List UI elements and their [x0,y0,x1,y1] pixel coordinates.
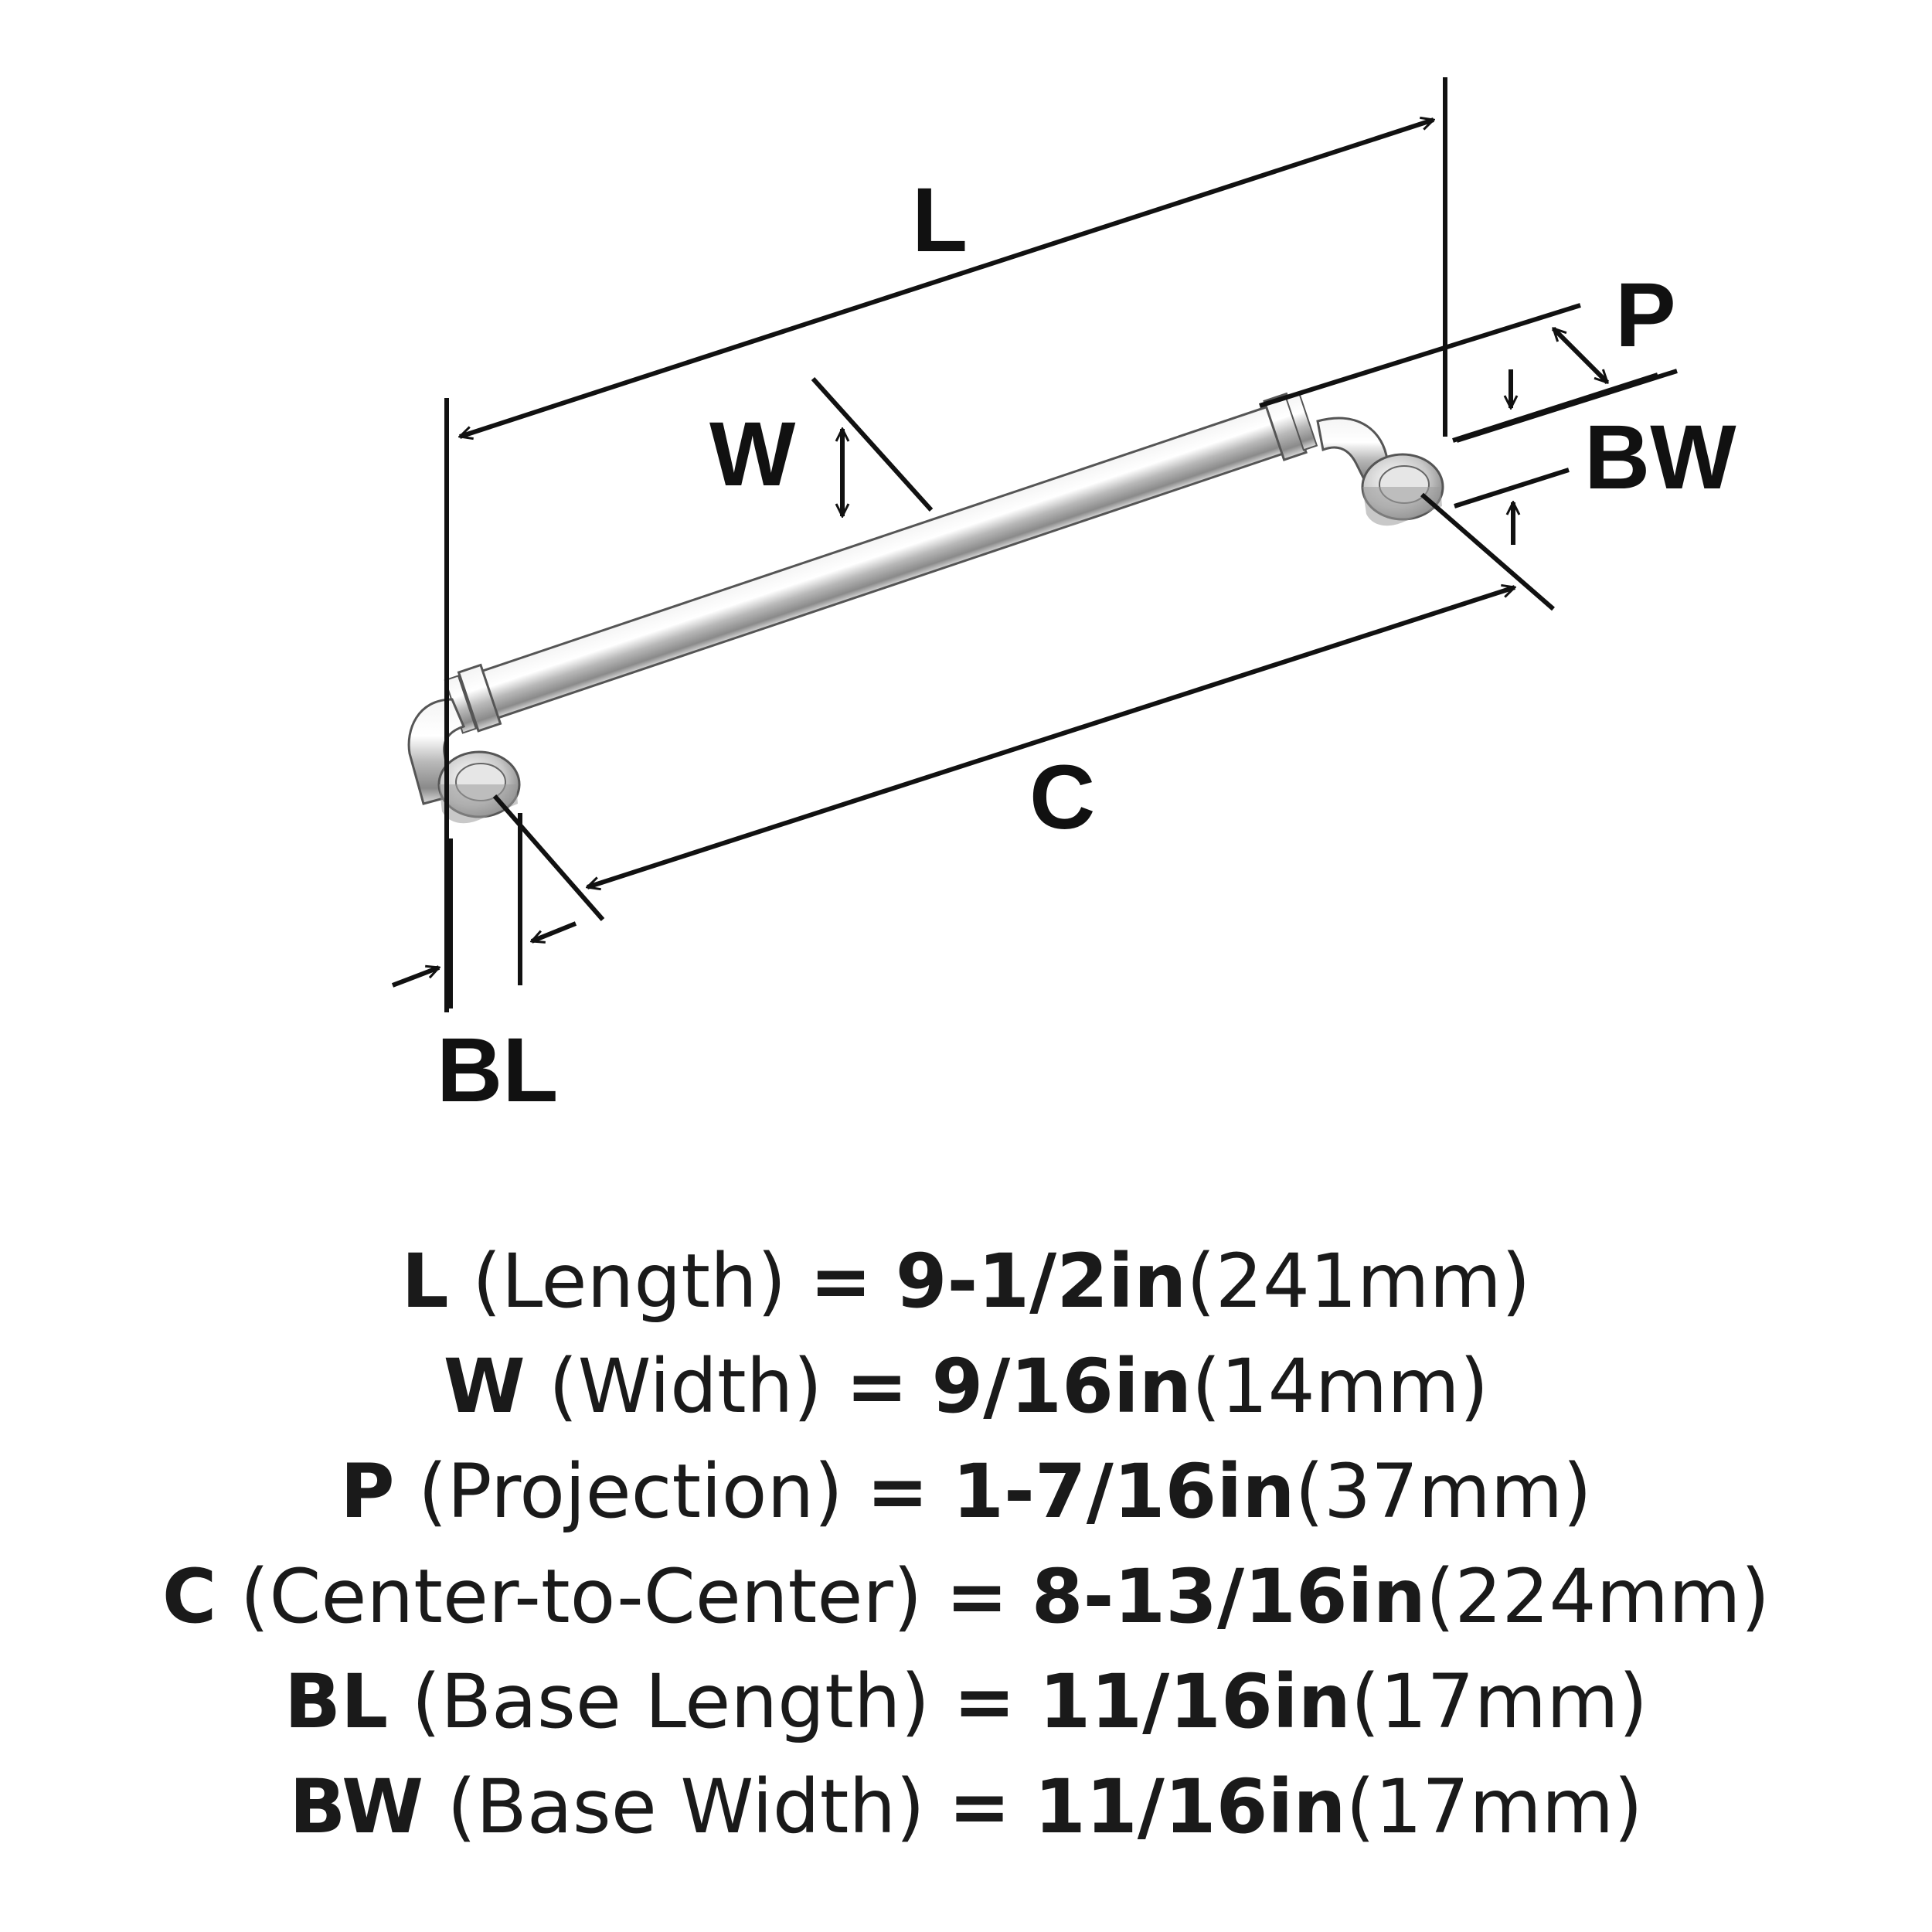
bl-arrow-left [391,968,439,988]
l-dimension-arrow [460,120,1434,437]
spec-length: L (Length) = 9-1/2in(241mm) [0,1229,1932,1334]
spec-symbol: BL [284,1658,389,1745]
spec-metric: (241mm) [1186,1238,1531,1325]
spec-imperial: 9-1/2in [895,1238,1187,1325]
spec-projection: P (Projection) = 1-7/16in(37mm) [0,1439,1932,1544]
spec-center-to-center: C (Center-to-Center) = 8-13/16in(224mm) [0,1544,1932,1649]
spec-name: (Base Width) [447,1764,925,1850]
label-w: W [709,403,796,505]
c-extension-right [1420,492,1555,611]
label-l: L [912,169,968,271]
handle-dimension-diagram: L W P BW C BL [391,77,1736,1121]
spec-equals: = [845,1343,908,1430]
spec-name: (Center-to-Center) [240,1553,923,1640]
spec-metric: (14mm) [1192,1343,1489,1430]
spec-imperial: 11/16in [1034,1764,1346,1850]
spec-width: W (Width) = 9/16in(14mm) [0,1334,1932,1439]
spec-base-length: BL (Base Length) = 11/16in(17mm) [0,1649,1932,1754]
spec-equals: = [948,1764,1011,1850]
bw-extension-top [1456,369,1678,443]
spec-name: (Width) [549,1343,822,1430]
label-c: C [1029,747,1095,849]
bw-extension-bottom [1454,468,1570,509]
spec-symbol: P [340,1448,395,1535]
spec-equals: = [945,1553,1009,1640]
handle-drawing [407,392,1444,824]
label-bl: BL [437,1019,558,1121]
label-bw: BW [1584,406,1736,509]
spec-metric: (17mm) [1351,1658,1648,1745]
spec-metric: (17mm) [1345,1764,1643,1850]
spec-imperial: 9/16in [931,1343,1192,1430]
spec-imperial: 1-7/16in [952,1448,1295,1535]
spec-equals: = [809,1238,872,1325]
spec-name: (Base Length) [411,1658,930,1745]
dimension-specs: L (Length) = 9-1/2in(241mm) W (Width) = … [0,1229,1932,1859]
spec-equals: = [953,1658,1015,1745]
spec-name: (Length) [472,1238,787,1325]
spec-symbol: L [401,1238,449,1325]
spec-imperial: 8-13/16in [1031,1553,1426,1640]
c-extension-left [492,794,605,921]
spec-metric: (224mm) [1425,1553,1770,1640]
spec-symbol: C [162,1553,217,1640]
dimension-lines [391,77,1678,1012]
bl-arrow-right [532,921,577,941]
spec-metric: (37mm) [1294,1448,1592,1535]
p-arrow [1553,328,1607,383]
c-dimension-arrow [587,587,1515,887]
label-p: P [1615,264,1676,366]
spec-symbol: W [443,1343,526,1430]
spec-symbol: BW [289,1764,424,1850]
p-extension-top [1259,303,1581,408]
spec-imperial: 11/16in [1039,1658,1352,1745]
spec-name: (Projection) [418,1448,843,1535]
spec-base-width: BW (Base Width) = 11/16in(17mm) [0,1754,1932,1859]
spec-equals: = [866,1448,929,1535]
w-extension [811,376,934,512]
